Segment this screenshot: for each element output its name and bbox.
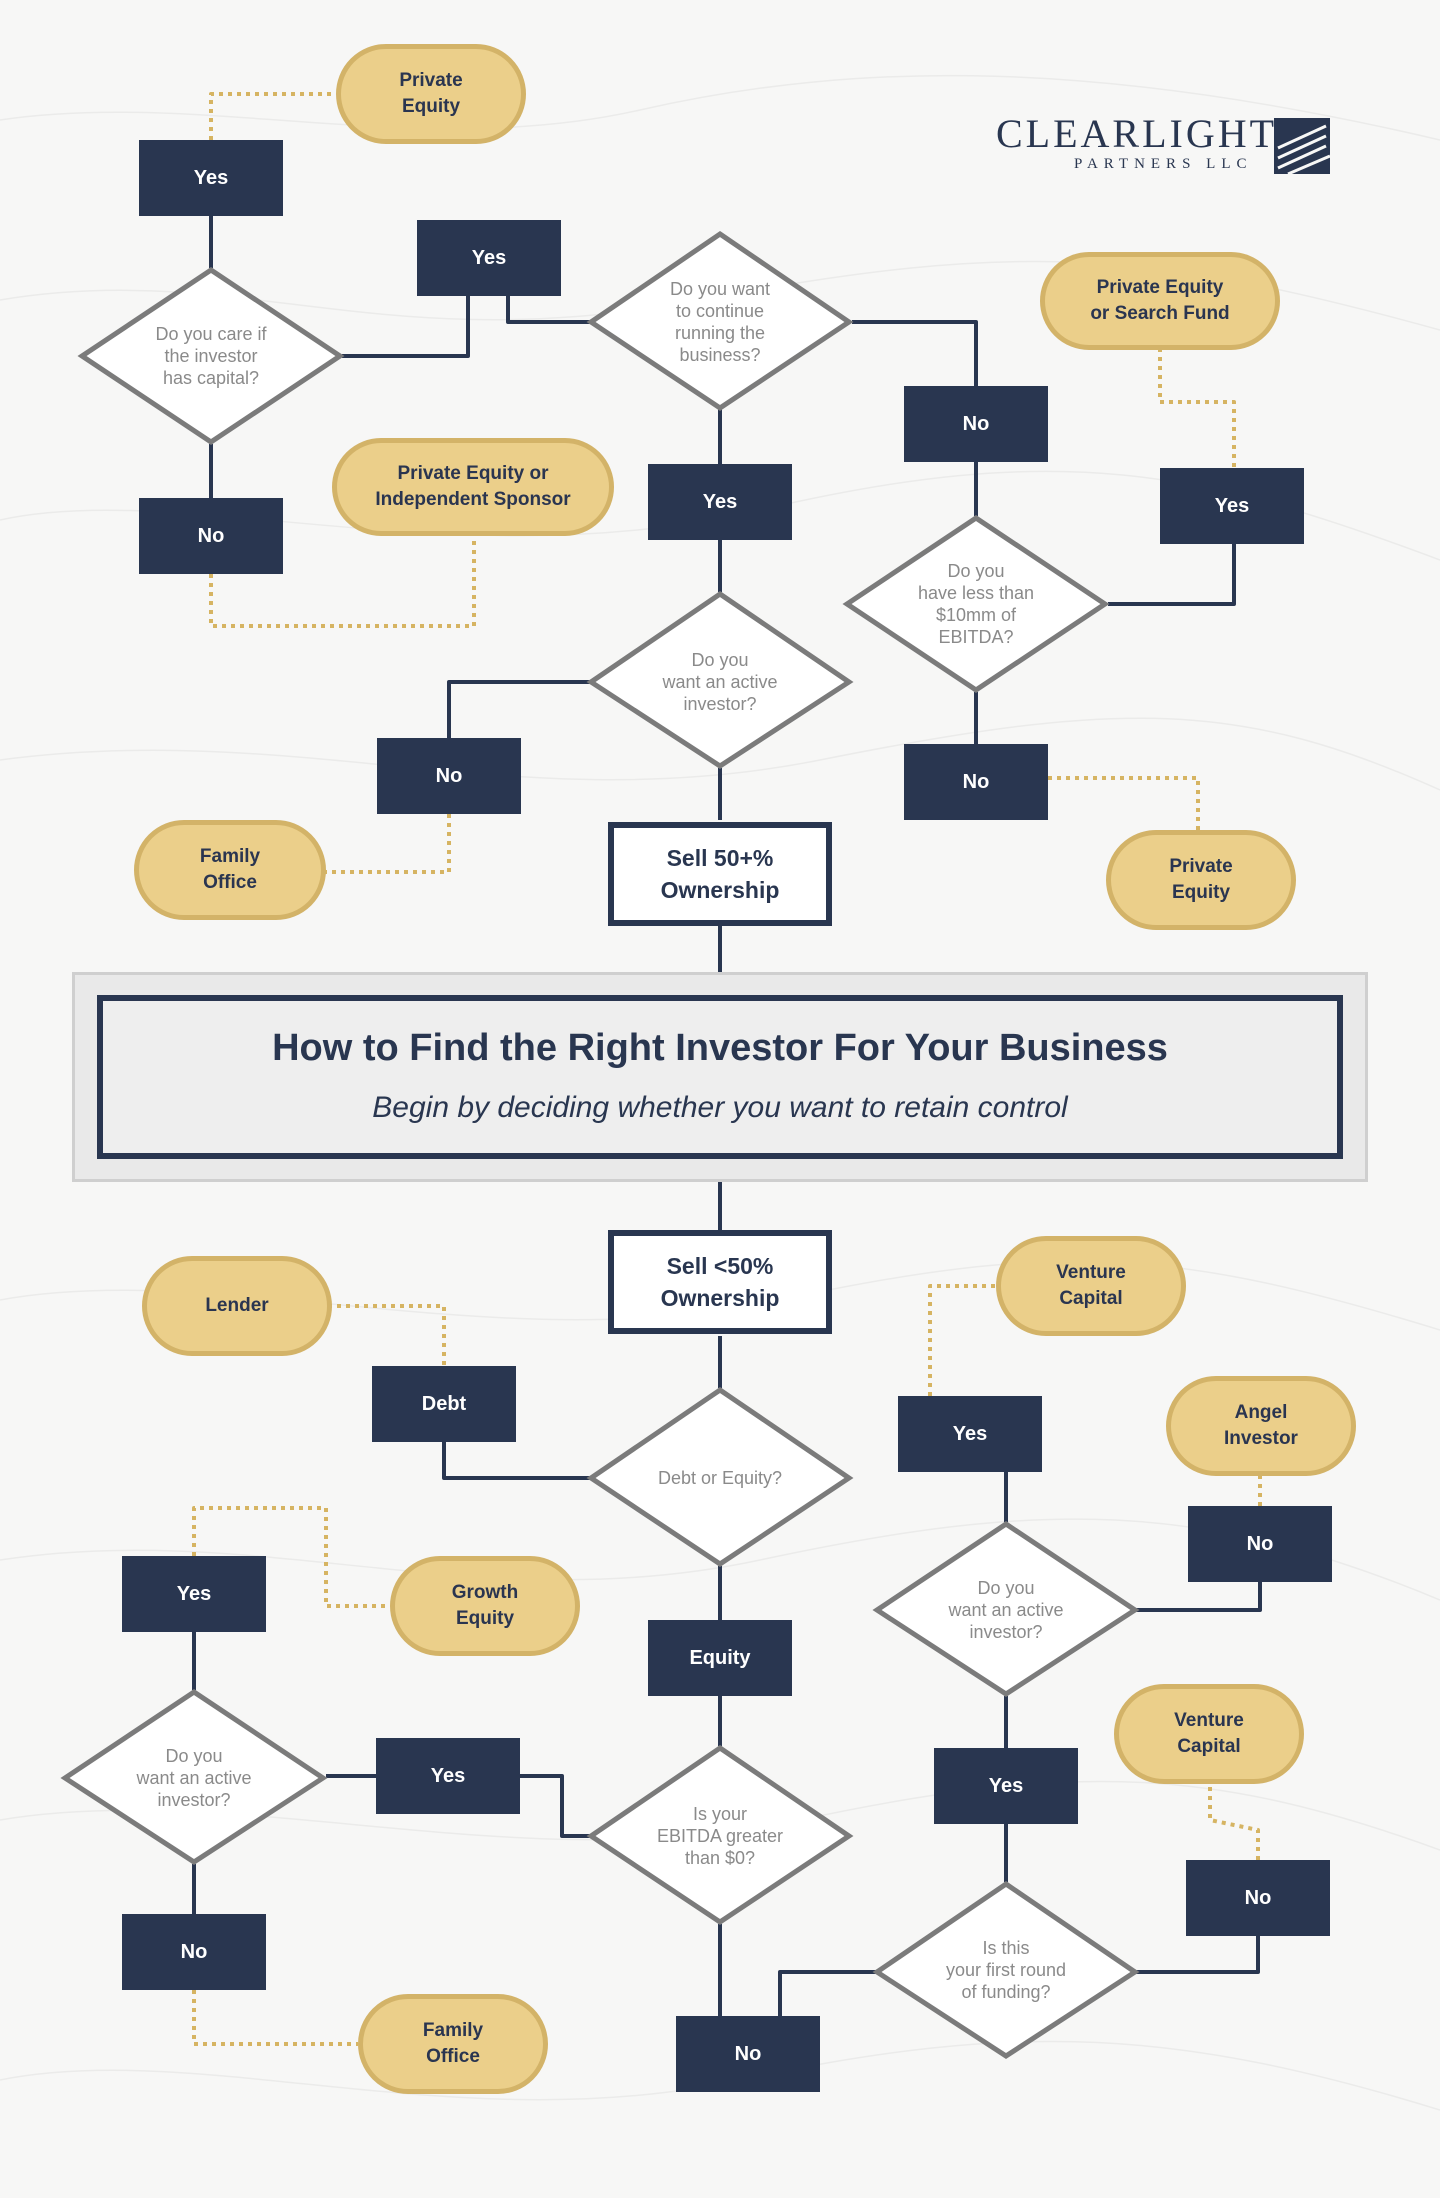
connector-continue-to-no — [852, 320, 978, 386]
question-active-investor-right: Do you want an active investor? — [948, 1578, 1064, 1642]
question-ebitda-under-10mm: Do you have less than $10mm of EBITDA? — [917, 561, 1035, 647]
dotted-no-to-pe-right — [1048, 776, 1200, 830]
answer-equity: Equity — [648, 1620, 792, 1696]
result-lender: Lender — [142, 1256, 332, 1356]
answer-no-ebitda-positive: No — [676, 2016, 820, 2092]
question-first-round: Is this your first round of funding? — [945, 1938, 1067, 2002]
connector-debt-equity-to-debt — [442, 1442, 592, 1480]
answer-no-ebitda: No — [904, 744, 1048, 820]
decision-active-left-diamond — [60, 1688, 328, 1865]
question-ebitda-positive: Is your EBITDA greater than $0? — [656, 1804, 784, 1868]
logo-name: CLEARLIGHT — [996, 111, 1278, 156]
answer-debt: Debt — [372, 1366, 516, 1442]
answer-yes-ebitda: Yes — [1160, 468, 1304, 544]
question-continue-running: Do you want to continue running the busi… — [669, 279, 771, 365]
connector-first-round-to-no — [778, 1970, 876, 2016]
decision-active-top-diamond — [586, 590, 854, 769]
answer-yes-first-round: Yes — [934, 1748, 1078, 1824]
answer-yes-continue-left: Yes — [417, 220, 561, 296]
answer-no-capital: No — [139, 498, 283, 574]
answer-no-active-right: No — [1188, 1506, 1332, 1582]
result-venture-capital-top: Venture Capital — [996, 1236, 1186, 1336]
connector-active-right-to-no — [1134, 1582, 1262, 1612]
page-title: How to Find the Right Investor For Your … — [272, 1027, 1168, 1069]
decision-continue-diamond — [586, 230, 854, 412]
hero-panel: How to Find the Right Investor For Your … — [72, 972, 1368, 1182]
hero-frame: How to Find the Right Investor For Your … — [97, 995, 1343, 1159]
dotted-no-to-vc-mid — [1208, 1784, 1260, 1860]
decision-capital-diamond — [77, 266, 345, 446]
answer-no-active-left: No — [122, 1914, 266, 1990]
connector-first-round-to-no-right — [1132, 1936, 1260, 1974]
result-private-equity-right: Private Equity — [1106, 830, 1296, 930]
question-investor-capital: Do you care if the investor has capital? — [155, 324, 267, 388]
result-private-equity-top: Private Equity — [336, 44, 526, 144]
result-pe-search-fund: Private Equity or Search Fund — [1040, 252, 1280, 350]
dotted-yes-to-vc-top — [928, 1284, 996, 1396]
result-family-office-top: Family Office — [134, 820, 326, 920]
answer-yes-continue: Yes — [648, 464, 792, 540]
answer-no-active-top: No — [377, 738, 521, 814]
decision-first-round-diamond — [872, 1880, 1140, 2059]
dotted-debt-to-lender — [328, 1304, 446, 1366]
dotted-yes-to-pe-top — [209, 92, 336, 140]
result-venture-capital-mid: Venture Capital — [1114, 1684, 1304, 1784]
clearlight-logo: CLEARLIGHT PARTNERS LLC — [996, 110, 1336, 180]
logo-tagline: PARTNERS LLC — [1074, 156, 1253, 172]
sell-majority-box: Sell 50+% Ownership — [608, 822, 832, 926]
result-pe-independent-sponsor: Private Equity or Independent Sponsor — [332, 438, 614, 536]
dotted-yes-to-pe-search — [1158, 348, 1236, 468]
question-active-investor-left: Do you want an active investor? — [136, 1746, 252, 1810]
sell-minority-box: Sell <50% Ownership — [608, 1230, 832, 1334]
dotted-no-to-family-office — [324, 814, 451, 874]
dotted-no-to-family-office-bottom — [192, 1990, 358, 2046]
connector-ebitda-to-yes — [1108, 544, 1236, 606]
connector-continue-to-yes-capital — [506, 296, 594, 324]
question-active-investor-top: Do you want an active investor? — [662, 650, 778, 714]
connector-ebitda-to-yes — [520, 1774, 592, 1838]
decision-ebitda-positive-diamond — [586, 1744, 854, 1926]
answer-yes-capital-entry: Yes — [139, 140, 283, 216]
decision-debt-equity-diamond — [586, 1386, 854, 1568]
connector-active-to-no — [447, 680, 594, 738]
page-subtitle: Begin by deciding whether you want to re… — [372, 1091, 1068, 1124]
result-angel-investor: Angel Investor — [1166, 1376, 1356, 1476]
answer-no-first-round: No — [1186, 1860, 1330, 1936]
result-family-office-bottom: Family Office — [358, 1994, 548, 2094]
dotted-no-to-pe-independent — [209, 534, 476, 628]
dotted-yes-to-growth-equity — [192, 1506, 390, 1608]
answer-no-continue: No — [904, 386, 1048, 462]
question-debt-or-equity: Debt or Equity? — [657, 1468, 783, 1488]
decision-ebitda-diamond — [842, 514, 1110, 694]
logo-mark-icon — [1274, 118, 1330, 174]
result-growth-equity: Growth Equity — [390, 1556, 580, 1656]
decision-active-right-diamond — [872, 1520, 1140, 1697]
answer-yes-ebitda-positive: Yes — [376, 1738, 520, 1814]
answer-yes-active-right: Yes — [898, 1396, 1042, 1472]
answer-yes-active-left: Yes — [122, 1556, 266, 1632]
